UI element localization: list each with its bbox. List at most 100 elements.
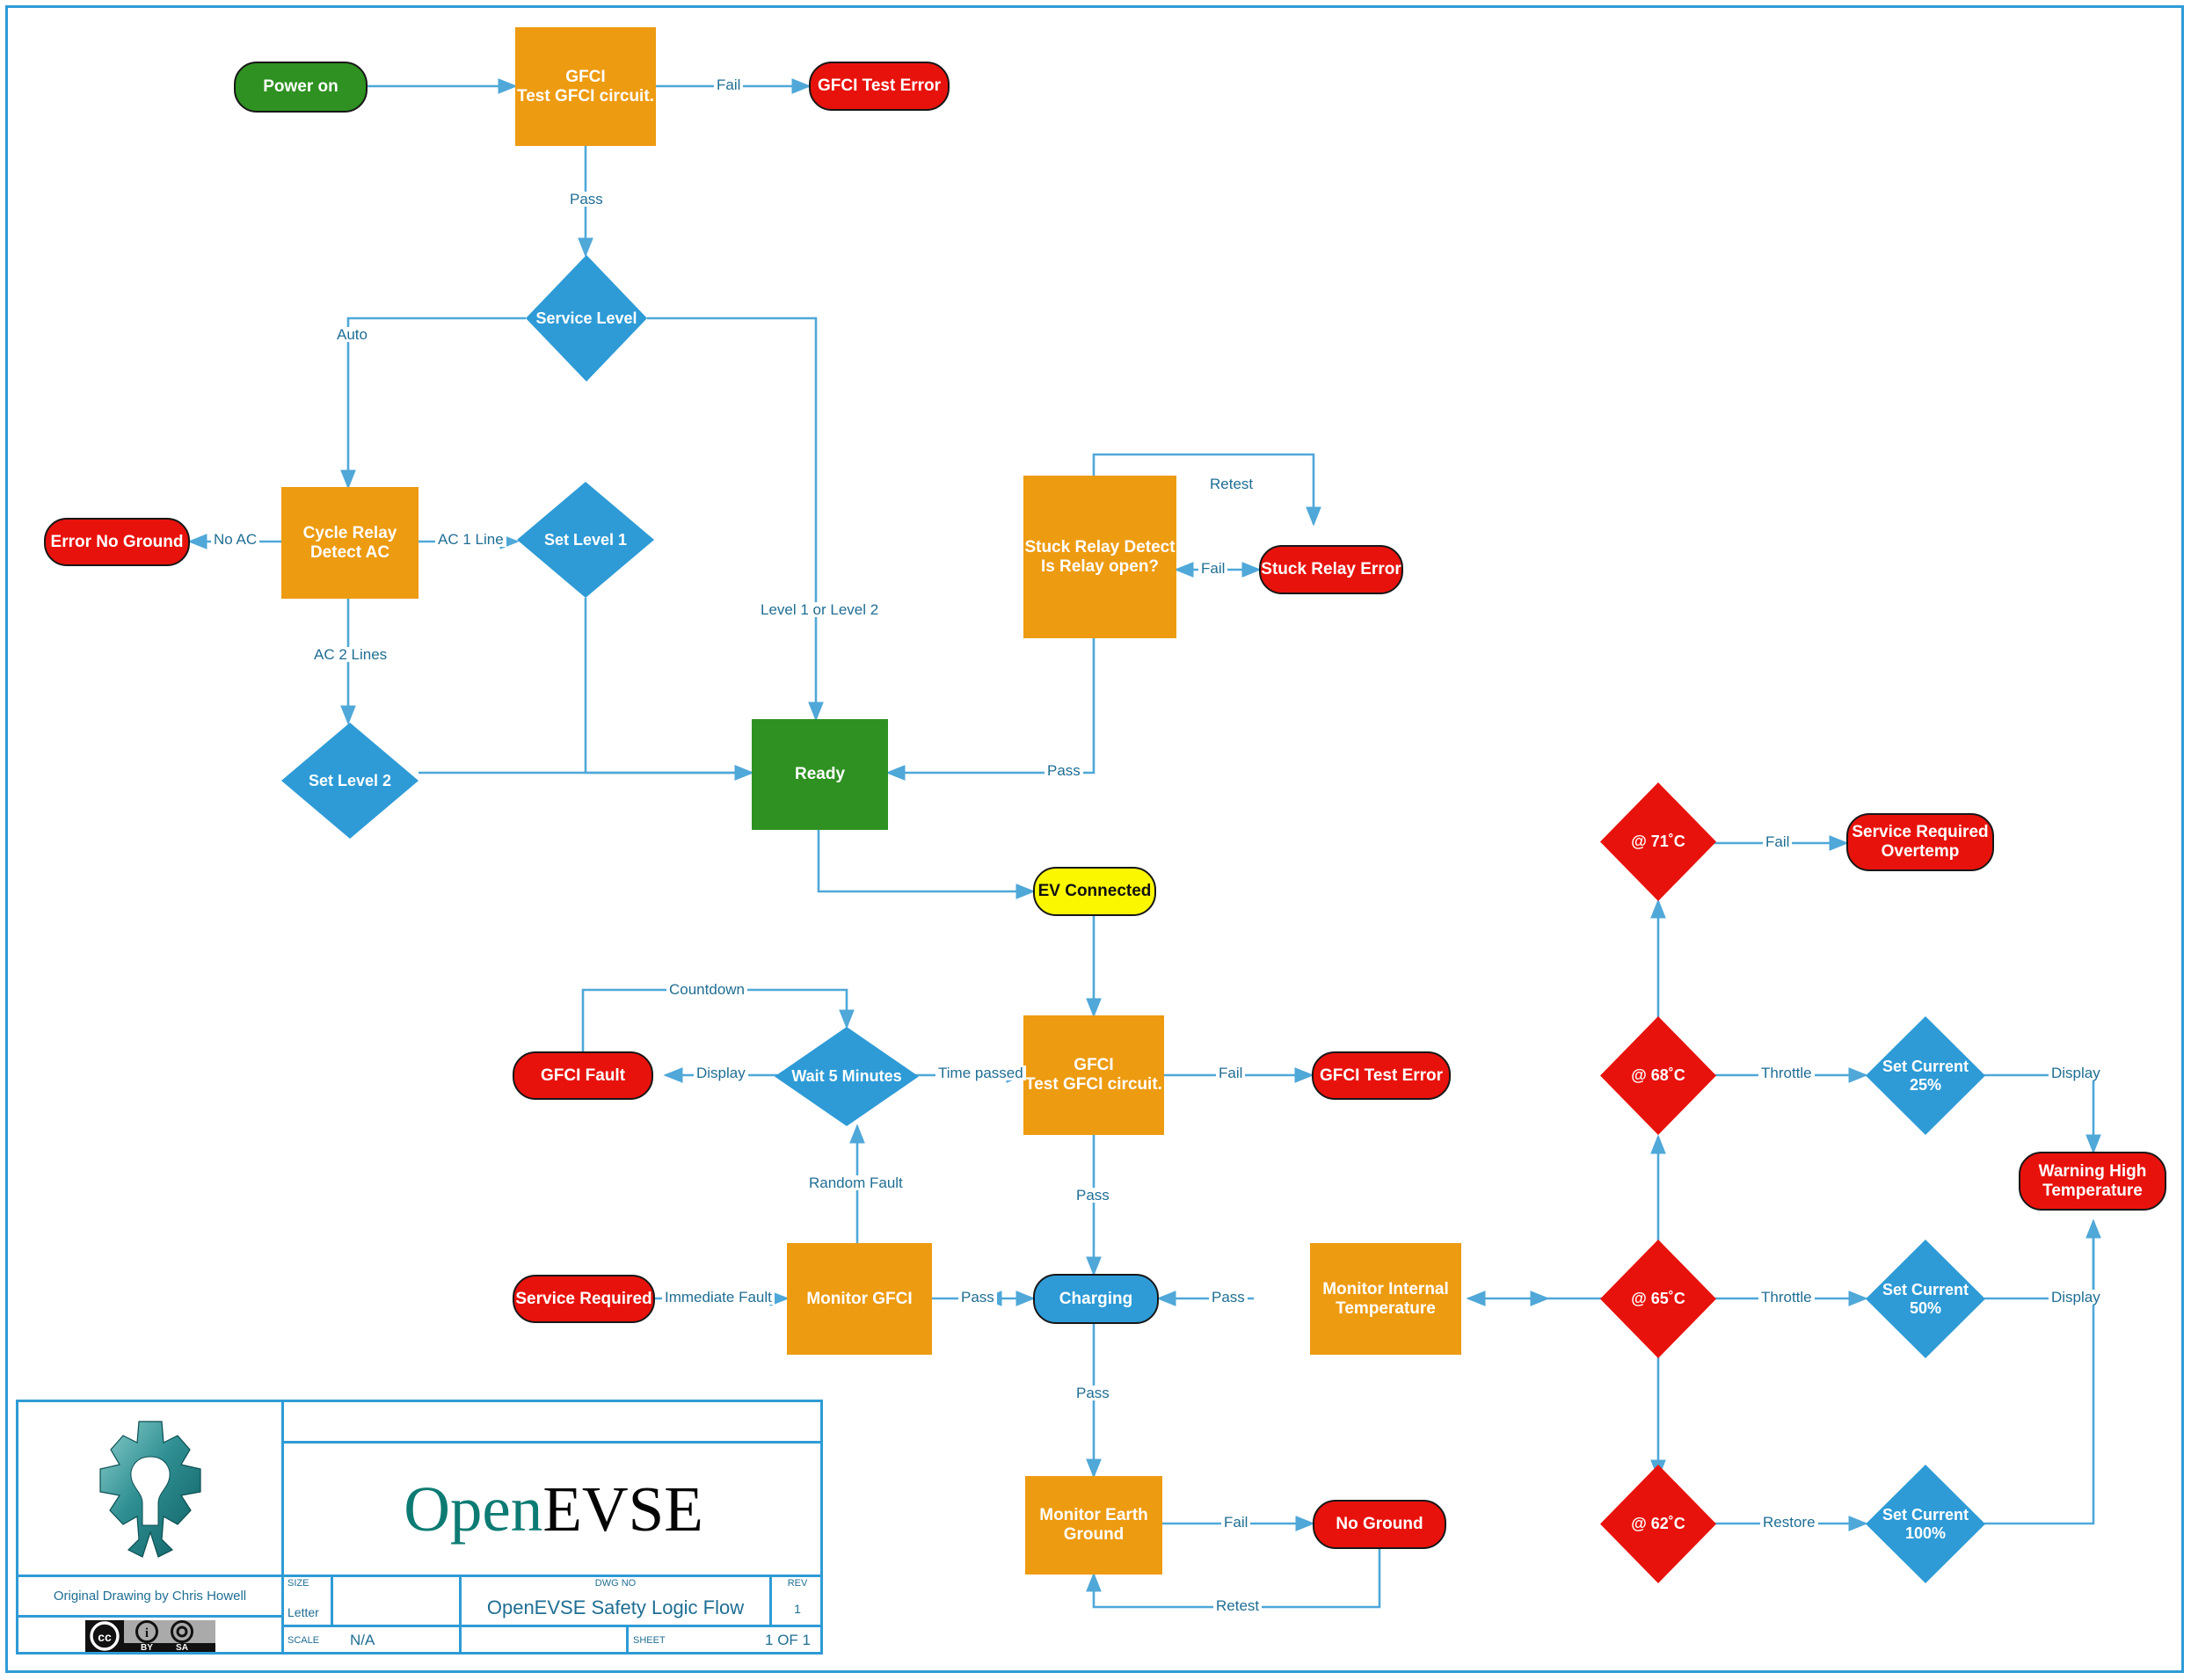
node-charging[interactable]: Charging — [1033, 1274, 1159, 1324]
node-set-level-1[interactable]: Set Level 1 — [517, 482, 654, 598]
edge-label-display-gfci-fault: Display — [694, 1065, 748, 1080]
scale-header: SCALE — [288, 1635, 320, 1646]
node-monitor-earth-ground[interactable]: Monitor Earth Ground — [1025, 1476, 1162, 1575]
edge-label-auto: Auto — [334, 327, 370, 342]
node-warning-high-temperature[interactable]: Warning High Temperature — [2019, 1152, 2166, 1211]
edge-label-fail-relay: Fail — [1198, 561, 1228, 576]
scale-value: N/A — [350, 1632, 375, 1648]
node-label: Error No Ground — [50, 532, 184, 551]
title-block: OpenEVSE Original Drawing by Chris Howel… — [16, 1400, 823, 1655]
node-gfci-test-error-mid[interactable]: GFCI Test Error — [1312, 1051, 1451, 1100]
node-cycle-relay-detect-ac[interactable]: Cycle Relay Detect AC — [281, 487, 419, 599]
sheet-cell: SHEET 1 OF 1 — [629, 1625, 823, 1655]
sheet-value: 1 OF 1 — [765, 1632, 811, 1648]
revision-cell: REV 1 — [772, 1575, 823, 1625]
edge-label-fail-gfci-mid: Fail — [1216, 1065, 1246, 1080]
edge-label-pass-temp: Pass — [1209, 1290, 1248, 1305]
node-label: EV Connected — [1037, 882, 1152, 901]
node-label: Wait 5 Minutes — [791, 1067, 902, 1086]
edge-label-random-fault: Random Fault — [806, 1175, 906, 1190]
node-monitor-gfci[interactable]: Monitor GFCI — [787, 1243, 932, 1355]
node-ready[interactable]: Ready — [752, 719, 888, 830]
blank-cell-2 — [462, 1625, 629, 1655]
size-cell: SIZE Letter — [284, 1575, 333, 1625]
size-header: SIZE — [288, 1578, 309, 1589]
svg-text:cc: cc — [98, 1630, 112, 1644]
node-set-level-2[interactable]: Set Level 2 — [281, 723, 419, 839]
edge-label-restore-62: Restore — [1760, 1515, 1818, 1530]
edge-label-no-ac: No AC — [211, 532, 260, 547]
node-no-ground[interactable]: No Ground — [1313, 1500, 1446, 1549]
node-label: Monitor Earth Ground — [1039, 1506, 1148, 1544]
node-power-on[interactable]: Power on — [234, 62, 368, 113]
dwg-title: OpenEVSE Safety Logic Flow — [486, 1596, 745, 1618]
dwg-header: DWG NO — [594, 1578, 637, 1589]
svg-text:BY: BY — [141, 1643, 153, 1652]
author-cell: Original Drawing by Chris Howell — [18, 1575, 284, 1615]
node-set-current-50[interactable]: Set Current 50% — [1866, 1240, 1985, 1358]
edge-label-pass-earth: Pass — [1074, 1385, 1112, 1400]
edge-label-throttle-65: Throttle — [1758, 1290, 1815, 1305]
node-label: GFCI Test Error — [1319, 1065, 1444, 1085]
edge-label-pass-gfci-top: Pass — [567, 192, 606, 207]
node-label: Set Current 50% — [1882, 1280, 1969, 1317]
node-gfci-test-top[interactable]: GFCI Test GFCI circuit. — [515, 27, 656, 146]
brand-cell: OpenEVSE — [284, 1444, 823, 1575]
edge-label-ac-1-line: AC 1 Line — [435, 532, 506, 547]
node-service-required[interactable]: Service Required — [513, 1275, 655, 1323]
node-label: Warning High Temperature — [2038, 1161, 2147, 1200]
node-label: Service Level — [535, 309, 637, 327]
node-label: Cycle Relay Detect AC — [302, 523, 397, 562]
node-label: Monitor GFCI — [806, 1289, 913, 1308]
node-label: @ 62˚C — [1631, 1515, 1685, 1533]
drawing-number-cell: DWG NO OpenEVSE Safety Logic Flow — [462, 1575, 772, 1625]
node-label: Set Level 2 — [308, 771, 392, 789]
node-label: Service Required — [515, 1289, 652, 1308]
brand-open-text: Open — [404, 1473, 543, 1545]
creative-commons-badge-icon: cc i BY SA — [84, 1620, 215, 1652]
blank-cell-1 — [333, 1575, 462, 1625]
node-label: Monitor Internal Temperature — [1322, 1279, 1449, 1318]
node-set-current-100[interactable]: Set Current 100% — [1866, 1465, 1985, 1583]
node-wait-5-minutes[interactable]: Wait 5 Minutes — [775, 1027, 919, 1126]
node-gfci-fault[interactable]: GFCI Fault — [513, 1051, 653, 1100]
title-block-top-strip — [284, 1402, 823, 1444]
author-text: Original Drawing by Chris Howell — [53, 1589, 247, 1604]
node-set-current-25[interactable]: Set Current 25% — [1866, 1016, 1985, 1135]
node-label: Stuck Relay Detect Is Relay open? — [1024, 537, 1176, 576]
node-label: Ready — [794, 765, 846, 784]
node-label: GFCI Test Error — [817, 76, 942, 96]
node-error-no-ground[interactable]: Error No Ground — [44, 518, 190, 566]
node-label: GFCI Test GFCI circuit. — [517, 67, 654, 105]
edge-label-fail-earth: Fail — [1221, 1515, 1251, 1530]
node-gfci-test-error-top[interactable]: GFCI Test Error — [809, 62, 950, 111]
logo-cell — [18, 1402, 284, 1575]
node-label: Set Current 25% — [1882, 1057, 1969, 1094]
node-label: @ 68˚C — [1631, 1066, 1685, 1085]
edge-label-pass-monitor-gfci2: Pass — [958, 1290, 997, 1305]
brand-evse-text: EVSE — [542, 1473, 703, 1545]
svg-text:i: i — [144, 1626, 148, 1640]
node-gfci-test-mid[interactable]: GFCI Test GFCI circuit. — [1023, 1015, 1164, 1135]
node-stuck-relay-error[interactable]: Stuck Relay Error — [1259, 545, 1403, 594]
license-cell: cc i BY SA — [18, 1615, 284, 1655]
node-ev-connected[interactable]: EV Connected — [1033, 867, 1156, 916]
node-label: GFCI Test GFCI circuit. — [1025, 1056, 1162, 1094]
edge-label-pass-gfci-mid: Pass — [1074, 1188, 1112, 1203]
node-temp-65c[interactable]: @ 65˚C — [1600, 1240, 1716, 1358]
node-service-level[interactable]: Service Level — [526, 255, 647, 382]
node-temp-68c[interactable]: @ 68˚C — [1600, 1016, 1716, 1135]
node-monitor-internal-temperature[interactable]: Monitor Internal Temperature — [1310, 1243, 1461, 1355]
node-service-required-overtemp[interactable]: Service Required Overtemp — [1846, 813, 1994, 871]
edge-label-countdown: Countdown — [666, 982, 748, 997]
node-label: Stuck Relay Error — [1261, 560, 1401, 579]
node-temp-62c[interactable]: @ 62˚C — [1600, 1465, 1716, 1583]
edge-label-immediate-fault: Immediate Fault — [662, 1290, 775, 1305]
edge-label-display-50: Display — [2049, 1290, 2103, 1305]
node-label: Set Current 100% — [1882, 1505, 1969, 1542]
node-temp-71c[interactable]: @ 71˚C — [1600, 782, 1716, 901]
openevse-gear-logo-icon — [98, 1420, 201, 1558]
node-stuck-relay-detect[interactable]: Stuck Relay Detect Is Relay open? — [1023, 476, 1176, 638]
node-label: Power on — [263, 77, 338, 97]
